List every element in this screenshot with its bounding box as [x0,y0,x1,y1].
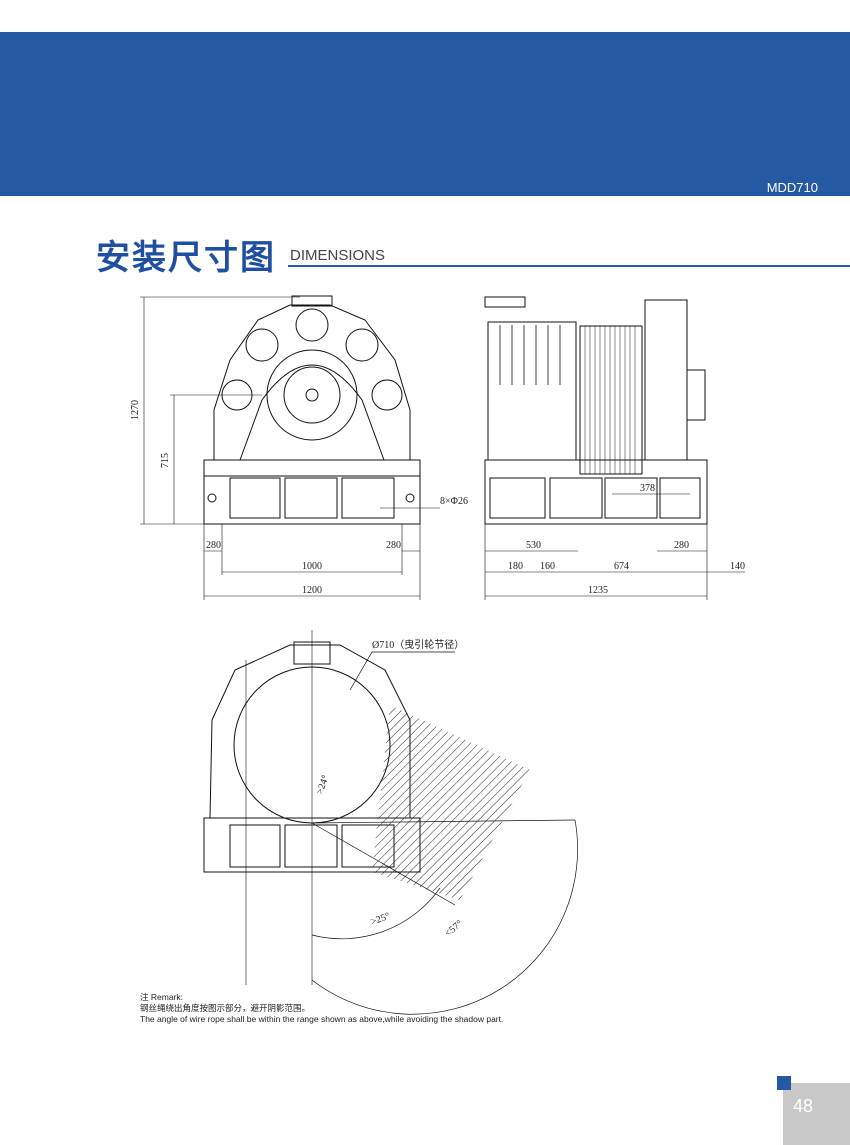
header-banner [0,32,850,196]
dim-left-offset: 280 [206,540,221,551]
remark-en: The angle of wire rope shall be within t… [140,1014,504,1024]
sheave-diameter-label: Ø710（曳引轮节径） [372,638,464,651]
section-title-en: DIMENSIONS [290,247,386,264]
page-number-box [783,1083,850,1145]
section-title-cn: 安装尺寸图 [96,238,276,278]
model-label: MDD710 [766,180,818,195]
remark-block: 注 Remark: 钢丝绳绕出角度按图示部分，避开阴影范围。 The angle… [140,992,503,1025]
dim-height-center: 715 [160,453,171,468]
dim-center-span: 1000 [302,561,322,572]
front-view-drawing [140,295,440,600]
dim-280: 280 [674,540,689,551]
dim-530: 530 [526,540,541,551]
dim-width-total: 1200 [302,585,322,596]
angle-min-b: >25° [369,911,391,928]
angle-max: <57° [443,918,465,939]
page-marker-square [777,1076,791,1090]
dim-length-total: 1235 [588,585,608,596]
angle-min-a: >24° [314,774,331,796]
rope-angle-drawing [203,630,578,1015]
side-view-drawing [484,296,745,600]
dim-674: 674 [614,561,629,572]
remark-label: 注 Remark: [140,992,183,1002]
dim-right-offset: 280 [386,540,401,551]
dim-holes: 8×Φ26 [440,496,468,507]
remark-cn: 钢丝绳绕出角度按图示部分，避开阴影范围。 [140,1003,311,1013]
dim-sheave-offset: 378 [640,483,655,494]
dim-140: 140 [730,561,745,572]
page-number: 48 [793,1096,814,1116]
title-divider [288,265,850,267]
dim-180: 180 [508,561,523,572]
dim-160: 160 [540,561,555,572]
dim-height-total: 1270 [130,400,141,420]
